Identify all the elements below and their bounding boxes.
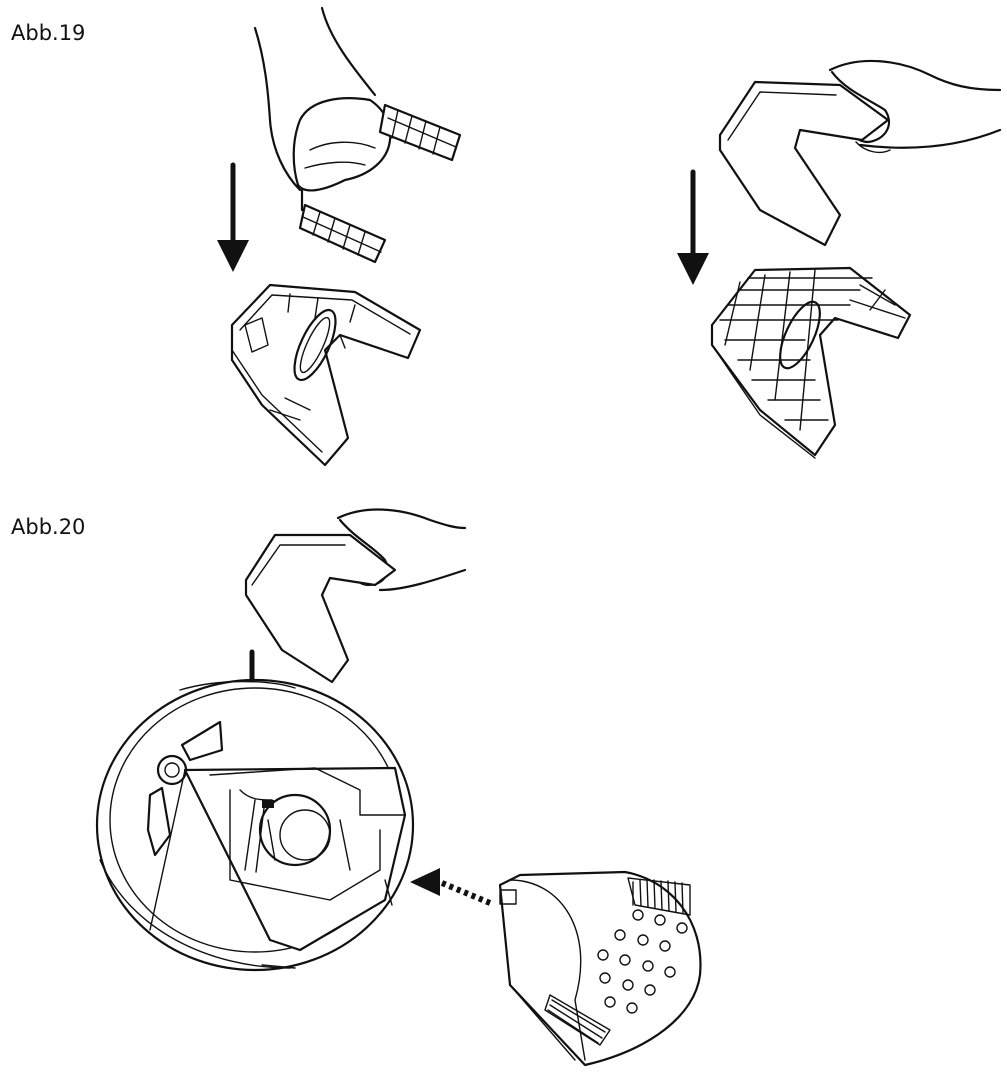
robot-vacuum-icon	[95, 678, 415, 972]
dotted-arrow-icon	[410, 868, 492, 906]
filter-pad-icon	[718, 80, 890, 247]
filter-frame-icon	[230, 283, 422, 467]
down-arrow-icon	[677, 169, 709, 285]
filter-frame-icon	[298, 103, 462, 264]
dustbin-icon	[498, 870, 702, 1067]
figure-label-20: Abb.20	[11, 515, 86, 539]
hand-icon	[253, 6, 392, 192]
filter-grid-icon	[710, 266, 912, 459]
figure-label-19: Abb.19	[11, 21, 86, 45]
filter-pad-icon	[244, 533, 397, 684]
down-arrow-icon	[217, 162, 249, 272]
